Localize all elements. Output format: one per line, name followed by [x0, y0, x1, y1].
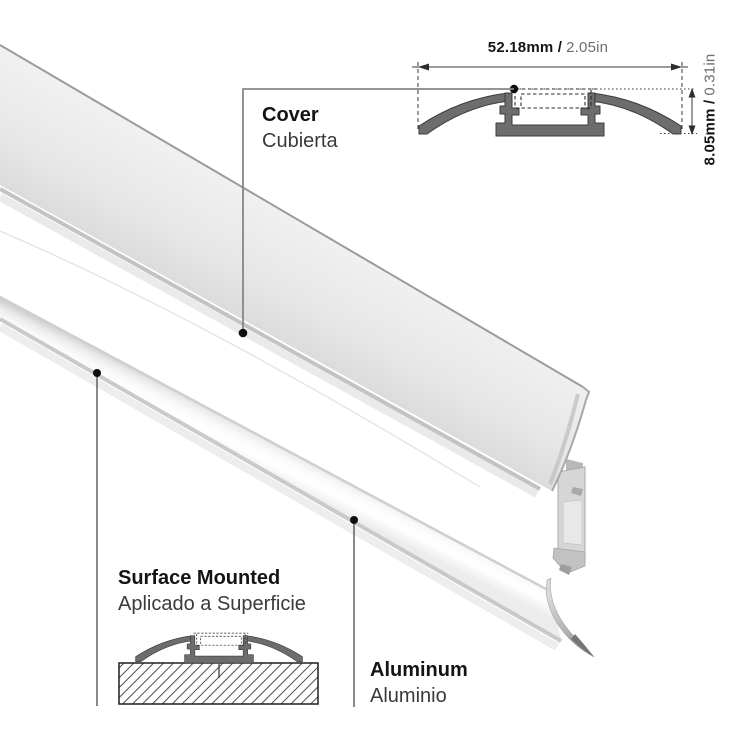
dimension-arrowheads: [418, 63, 696, 135]
height-dimension-label: 8.05mm / 0.31in: [702, 44, 719, 176]
cover-title: Cover: [262, 104, 319, 126]
surface-mounted-callout: Surface Mounted Aplicado a Superficie: [118, 565, 306, 617]
surface-mounted-diagram: [118, 632, 319, 705]
height-imperial-value: 0.31in: [701, 53, 719, 96]
aluminum-subtitle: Aluminio: [370, 685, 447, 707]
cover-band: [0, 44, 591, 498]
width-metric-value: 52.18mm /: [487, 39, 563, 56]
profile-3d-render: [0, 44, 595, 658]
cover-leader-line: [242, 88, 514, 333]
surface-mounted-profile: [135, 632, 303, 664]
width-dimension-label: 52.18mm /2.05in: [412, 39, 684, 56]
surface-mounted-anchor-dot: [93, 369, 101, 377]
cover-anchor-dot: [238, 328, 248, 338]
cross-section-profile: [418, 88, 682, 137]
aluminum-title: Aluminum: [370, 659, 468, 681]
surface-mounted-title: Surface Mounted: [118, 567, 281, 589]
cross-section-diagram: [412, 62, 697, 137]
leader-lines: [93, 88, 514, 707]
surface-mounted-subtitle: Aplicado a Superficie: [118, 593, 306, 615]
end-cap-wing: [545, 577, 595, 658]
height-metric-value: 8.05mm /: [701, 99, 719, 166]
cover-lip-highlight-line: [0, 230, 481, 488]
end-cap-channel: [552, 459, 586, 575]
aluminum-callout: Aluminum Aluminio: [370, 657, 468, 709]
cover-callout: Cover Cubierta: [262, 102, 338, 154]
aluminum-anchor-dot: [350, 516, 358, 524]
width-imperial-value: 2.05in: [566, 39, 609, 56]
cover-subtitle: Cubierta: [262, 130, 338, 152]
mounting-surface-block: [118, 662, 319, 705]
